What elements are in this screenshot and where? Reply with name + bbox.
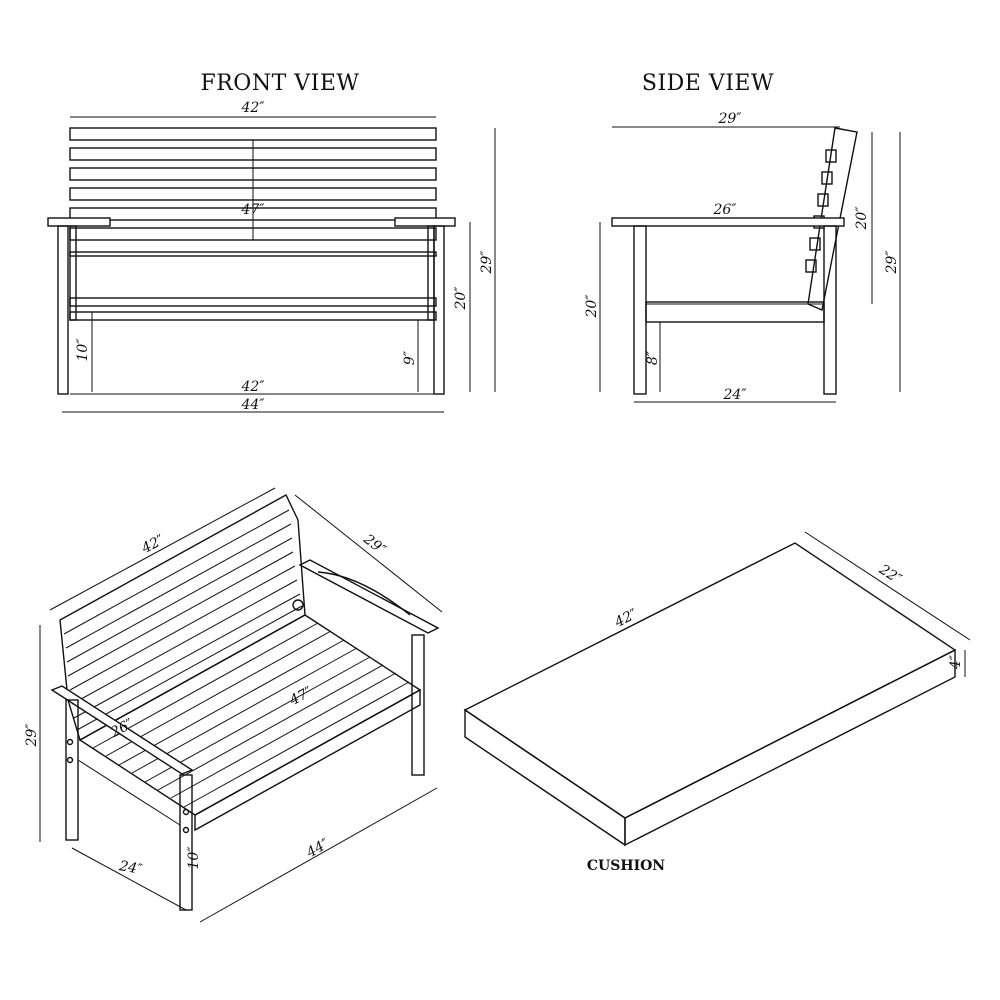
front-left-leg <box>57 225 69 395</box>
cushion-dim-length: 42″ <box>611 606 640 632</box>
cushion-dim-thickness: 4″ <box>948 654 964 670</box>
front-right-arm <box>394 217 456 227</box>
persp-backrest <box>59 494 306 742</box>
front-right-leg <box>433 225 445 395</box>
cushion-top <box>463 542 957 819</box>
persp-front-right-leg <box>179 774 193 911</box>
cushion-caption: CUSHION <box>587 858 665 874</box>
persp-seat-slats <box>92 622 410 808</box>
front-dim-base-outer: 44″ <box>240 397 265 413</box>
front-seat-rail <box>69 251 437 257</box>
front-view: FRONT VIEW 42″ 47″ 20″ 29″ <box>47 71 496 413</box>
persp-dim-seat: 47″ <box>286 684 315 710</box>
front-left-arm <box>47 217 111 227</box>
side-dim-top-depth: 29″ <box>717 111 742 127</box>
front-dim-leg-right: 9″ <box>402 350 418 365</box>
front-dim-total-height: 29″ <box>479 250 495 275</box>
side-arm <box>611 217 845 227</box>
front-dim-base-inner: 42″ <box>240 379 265 395</box>
front-dim-top-width: 42″ <box>240 100 265 116</box>
side-seat-rail <box>645 301 825 323</box>
side-back-slats <box>805 149 837 273</box>
front-right-inner-leg <box>427 225 435 321</box>
front-view-title: FRONT VIEW <box>200 71 359 96</box>
cushion-view: 42″ 22″ 4″ CUSHION <box>463 531 971 874</box>
persp-right-arm <box>298 559 440 634</box>
side-dim-seat-height: 20″ <box>584 294 600 319</box>
side-view: SIDE VIEW 29″ 26″ 20″ 29″ 20″ 8″ <box>584 71 901 403</box>
side-dim-back-height: 20″ <box>854 206 870 231</box>
side-view-title: SIDE VIEW <box>642 71 774 96</box>
front-dim-seat-width: 47″ <box>240 202 265 218</box>
persp-dim-depth: 29″ <box>360 531 389 559</box>
persp-back-right-leg <box>411 634 425 776</box>
front-stretcher <box>69 311 437 321</box>
persp-dim-height: 29″ <box>24 723 40 748</box>
cushion-dim-width: 22″ <box>875 561 905 588</box>
front-left-inner-leg <box>69 225 77 321</box>
side-dim-base-depth: 24″ <box>722 387 747 403</box>
persp-back-slats <box>63 509 303 731</box>
persp-front-left-leg <box>65 699 79 841</box>
side-front-leg <box>633 225 647 395</box>
front-back-slats <box>69 127 437 241</box>
cushion-front-face <box>464 708 626 847</box>
side-dim-seat-depth: 26″ <box>712 202 737 218</box>
front-dim-leg-left: 10″ <box>75 338 91 362</box>
perspective-view: 42″ 29″ 47″ 26″ 29″ 44″ 24″ 10″ <box>24 487 443 923</box>
persp-dim-width: 44″ <box>303 835 332 861</box>
side-backrest <box>807 127 858 311</box>
front-dim-seat-height: 20″ <box>453 286 469 311</box>
front-lower-rail <box>69 297 437 307</box>
side-dim-total-height: 29″ <box>884 250 900 275</box>
persp-left-arm <box>50 685 194 775</box>
persp-dim-side: 24″ <box>117 858 144 878</box>
side-dim-stretcher: 8″ <box>645 350 661 365</box>
persp-dim-back-width: 42″ <box>138 532 167 558</box>
cushion-side-face <box>624 648 956 847</box>
persp-dim-leg: 10″ <box>186 846 202 870</box>
